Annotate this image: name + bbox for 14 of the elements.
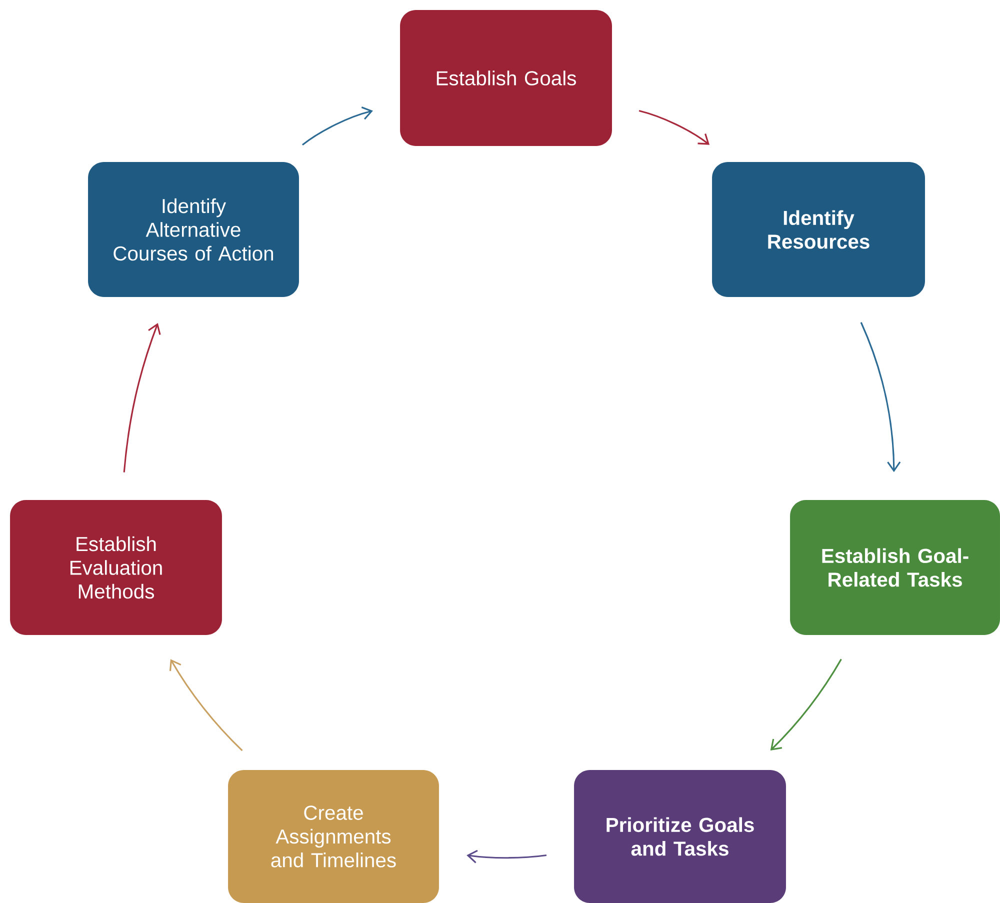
process-box: Establish Goals [400,10,612,146]
arrow [638,110,710,145]
arrow [860,322,901,472]
arrow [770,658,842,751]
process-box: Identify Resources [712,162,925,297]
process-box: Create Assignments and Timelines [228,770,439,903]
process-box: Prioritize Goals and Tasks [574,770,786,903]
process-box: Establish Evaluation Methods [10,500,222,635]
arrow [169,659,243,752]
arrow [123,323,161,472]
process-box: Identify Alternative Courses of Action [88,162,299,297]
arrow [466,850,547,864]
process-box: Establish Goal-Related Tasks [790,500,1000,635]
arrow [302,106,373,146]
